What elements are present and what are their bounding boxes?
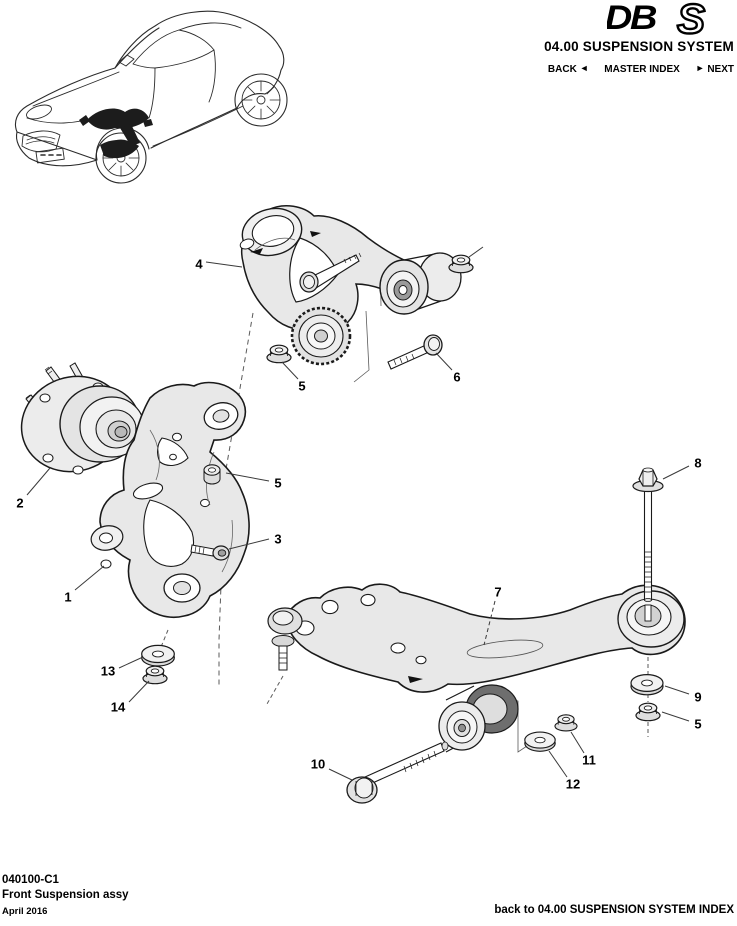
front-bushing — [438, 684, 519, 753]
callout-3: 3 — [274, 531, 282, 547]
callout-5: 5 — [274, 475, 282, 491]
callout-1: 1 — [64, 589, 72, 605]
bolt-6 — [387, 334, 443, 370]
upper-arm-nut — [448, 254, 474, 274]
callout-8: 8 — [694, 455, 702, 471]
callout-14: 14 — [110, 699, 126, 715]
callout-13: 13 — [100, 663, 116, 679]
nav-next-arrow-icon[interactable]: ► — [695, 63, 705, 73]
doc-title: Front Suspension assy — [2, 889, 129, 901]
washer-9 — [630, 673, 664, 696]
dbs-logo-db: DB — [607, 0, 656, 37]
leader-lines — [26, 246, 690, 781]
bolt-8 — [632, 467, 664, 603]
callout-10: 10 — [310, 756, 326, 772]
page-title: 04.00 SUSPENSION SYSTEM — [544, 39, 734, 54]
nut-14 — [142, 665, 168, 685]
nut-5-lower — [635, 702, 661, 722]
hub-assembly — [20, 362, 145, 475]
callout-5: 5 — [694, 716, 702, 732]
callout-12: 12 — [565, 776, 581, 792]
callout-5: 5 — [298, 378, 306, 394]
callout-4: 4 — [195, 256, 203, 272]
nut-5-upper — [266, 344, 292, 364]
doc-number: 040100-C1 — [2, 874, 59, 886]
nav-master-index-link[interactable]: MASTER INDEX — [604, 64, 680, 75]
header-nav: BACK ◄ MASTER INDEX ► NEXT — [547, 63, 734, 75]
callout-6: 6 — [453, 369, 461, 385]
ball-joint — [267, 607, 303, 671]
washer-13 — [141, 644, 175, 667]
car-body-outline — [14, 10, 285, 133]
bolt-10 — [346, 741, 449, 804]
dbs-logo: DB S — [607, 0, 706, 40]
upper-control-arm — [239, 204, 462, 366]
car-highlighted-suspension — [79, 108, 153, 159]
dbs-logo-s: S — [677, 0, 705, 40]
nut-11 — [554, 714, 578, 732]
callout-11: 11 — [582, 752, 596, 768]
stud-3 — [190, 544, 230, 561]
car-locator-image — [14, 10, 288, 184]
nav-next-link[interactable]: NEXT — [707, 64, 734, 75]
nav-back-arrow-icon[interactable]: ◄ — [579, 63, 589, 73]
doc-date: April 2016 — [2, 906, 48, 917]
guide-lines — [160, 248, 649, 753]
knuckle-cap-bolt — [203, 464, 221, 485]
callout-9: 9 — [694, 689, 702, 705]
washer-12 — [524, 731, 556, 752]
callout-2: 2 — [16, 495, 24, 511]
steering-knuckle — [90, 381, 250, 618]
nav-back-link[interactable]: BACK — [547, 64, 577, 75]
back-to-index-link[interactable]: back to 04.00 SUSPENSION SYSTEM INDEX — [494, 904, 734, 916]
upper-arm-through-bolt — [299, 252, 362, 293]
lower-control-arm — [267, 583, 686, 753]
callout-7: 7 — [494, 584, 502, 600]
